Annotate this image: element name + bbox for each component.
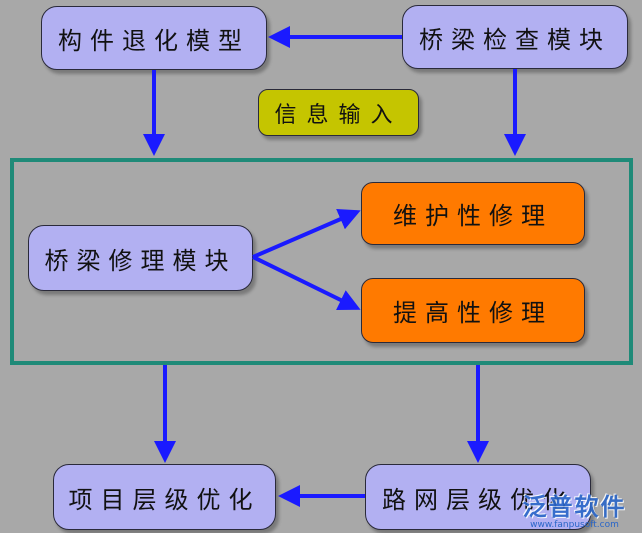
node-info-input: 信息输入 (258, 89, 419, 136)
arrow-repair-to-maintenance (252, 209, 361, 259)
watermark-logo: 泛普软件 (522, 492, 627, 521)
node-component-degradation-model: 构件退化模型 (41, 6, 267, 70)
node-project-level-optimization: 项目层级优化 (53, 464, 276, 530)
watermark: 泛普软件 www.fanpusoft.com (512, 488, 637, 530)
node-bridge-repair-module: 桥梁修理模块 (28, 225, 253, 291)
node-maintenance-repair: 维护性修理 (361, 182, 585, 245)
node-network-level-optimization: 路网层级优化 (365, 464, 591, 530)
node-bridge-inspection-module: 桥梁检查模块 (402, 5, 628, 69)
arrow-repair-to-improvement (252, 255, 361, 310)
repair-module-frame (10, 158, 633, 365)
watermark-url: www.fanpusoft.com (530, 519, 619, 530)
node-improvement-repair: 提高性修理 (361, 278, 585, 343)
